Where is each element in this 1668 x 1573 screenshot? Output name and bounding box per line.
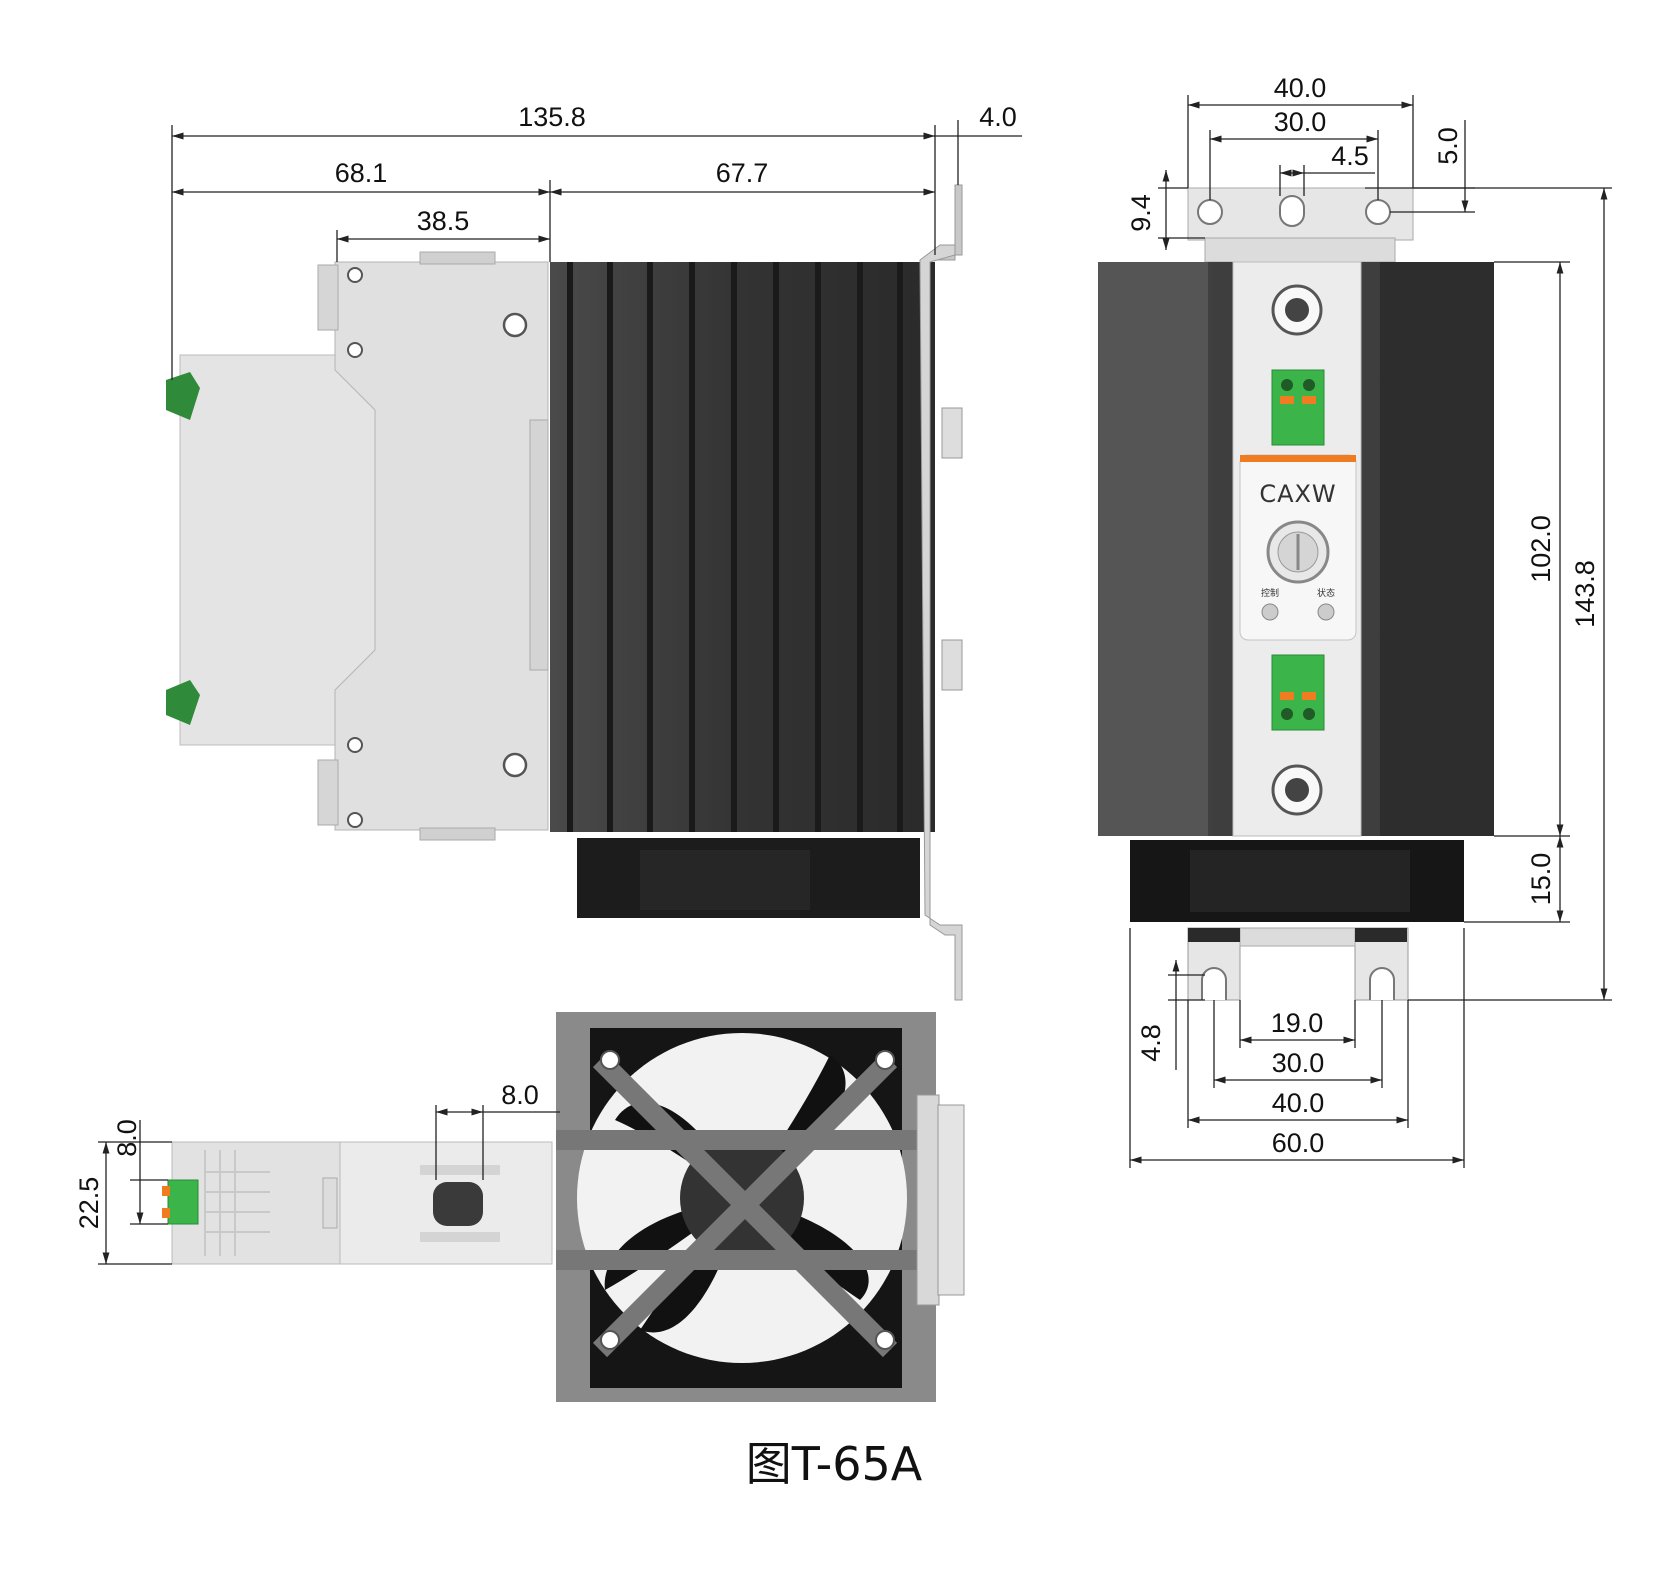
dim-top-inner: 30.0 xyxy=(1274,107,1327,137)
bottom-dimensions: 8.0 8.0 22.5 xyxy=(74,1080,560,1265)
dim-total-length: 135.8 xyxy=(518,102,586,132)
fan-guard-bars xyxy=(556,1052,936,1358)
control-led xyxy=(1261,603,1279,621)
dim-bottom-60: 60.0 xyxy=(1272,1128,1325,1158)
front-terminal-top xyxy=(1271,369,1325,446)
brand-logo: CAXW xyxy=(1259,480,1336,508)
status-led xyxy=(1317,603,1335,621)
dim-slot-height: 5.0 xyxy=(1433,127,1463,165)
heatsink-fins xyxy=(567,262,903,832)
front-terminal-bottom xyxy=(1271,654,1325,731)
dim-bottom-slot: 4.8 xyxy=(1136,1024,1166,1062)
dim-tab-height: 9.4 xyxy=(1126,194,1156,232)
figure-caption: 图T-65A xyxy=(745,1437,923,1491)
dim-fan-height: 15.0 xyxy=(1526,853,1556,906)
dim-left-part: 68.1 xyxy=(335,158,388,188)
side-mount-hole xyxy=(502,752,528,778)
front-dimensions: 40.0 30.0 4.5 5.0 9.4 102.0 15.0 143.8 4… xyxy=(1126,73,1612,1168)
side-mount-hole xyxy=(502,312,528,338)
bottom-latch xyxy=(433,1182,483,1226)
dim-bottom-40: 40.0 xyxy=(1272,1088,1325,1118)
dim-bottom-30: 30.0 xyxy=(1272,1048,1325,1078)
dim-total-height: 143.8 xyxy=(1570,560,1600,628)
dim-body-height: 102.0 xyxy=(1526,515,1556,583)
side-dimensions: 135.8 4.0 68.1 67.7 38.5 xyxy=(171,102,1022,380)
dim-body-width: 22.5 xyxy=(74,1177,104,1230)
label-control: 控制 xyxy=(1261,587,1279,599)
side-view xyxy=(166,184,963,1001)
side-terminal-green xyxy=(166,372,200,420)
dim-heatsink: 67.7 xyxy=(716,158,769,188)
faceplate-accent xyxy=(1240,455,1356,462)
dim-top-outer: 40.0 xyxy=(1274,73,1327,103)
front-view: CAXW 控制 状态 xyxy=(1098,187,1494,1001)
label-status: 状态 xyxy=(1317,587,1335,599)
side-heatsink xyxy=(550,262,935,832)
dim-bottom-19: 19.0 xyxy=(1271,1008,1324,1038)
bottom-view xyxy=(162,1012,965,1402)
bottom-terminal-green xyxy=(167,1179,199,1225)
dim-slot-width: 4.5 xyxy=(1331,141,1369,171)
dim-rail-offset: 4.0 xyxy=(979,102,1017,132)
side-terminal-green xyxy=(166,680,200,725)
dim-module-top: 38.5 xyxy=(417,206,470,236)
dim-terminal-width: 8.0 xyxy=(501,1080,539,1110)
dim-terminal-offset: 8.0 xyxy=(112,1119,142,1157)
